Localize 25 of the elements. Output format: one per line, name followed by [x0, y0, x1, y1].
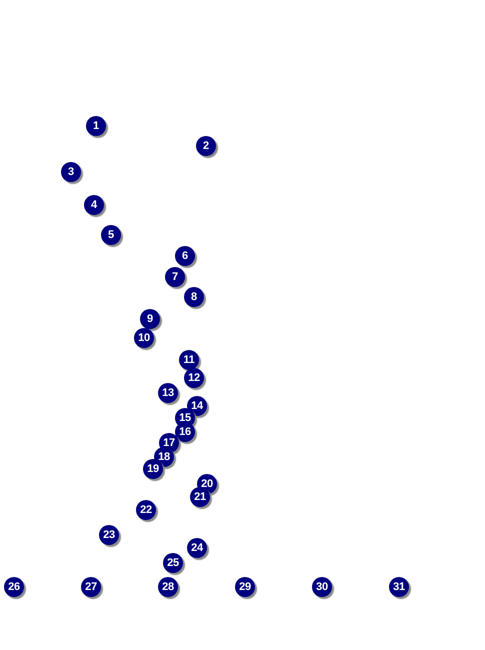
callout-number: 28: [158, 577, 178, 597]
callout-number: 12: [184, 368, 204, 388]
callout-number: 22: [136, 500, 156, 520]
callout-number: 13: [158, 383, 178, 403]
callout-number: 3: [61, 162, 81, 182]
callout-number: 10: [134, 328, 154, 348]
callout-number: 4: [84, 195, 104, 215]
callout-number: 11: [179, 350, 199, 370]
callout-number: 29: [235, 577, 255, 597]
callout-number: 24: [187, 538, 207, 558]
callout-number: 26: [4, 577, 24, 597]
callout-number: 21: [190, 487, 210, 507]
callout-number: 31: [389, 577, 409, 597]
callout-number: 25: [163, 553, 183, 573]
callout-number: 2: [196, 136, 216, 156]
callout-number: 6: [175, 246, 195, 266]
callout-number: 9: [140, 309, 160, 329]
callout-number: 1: [86, 116, 106, 136]
callout-number: 5: [101, 225, 121, 245]
callout-number: 7: [165, 267, 185, 287]
callout-number: 8: [184, 287, 204, 307]
callout-number: 27: [81, 577, 101, 597]
callout-number: 30: [312, 577, 332, 597]
callout-number: 19: [143, 459, 163, 479]
callout-number: 23: [99, 525, 119, 545]
